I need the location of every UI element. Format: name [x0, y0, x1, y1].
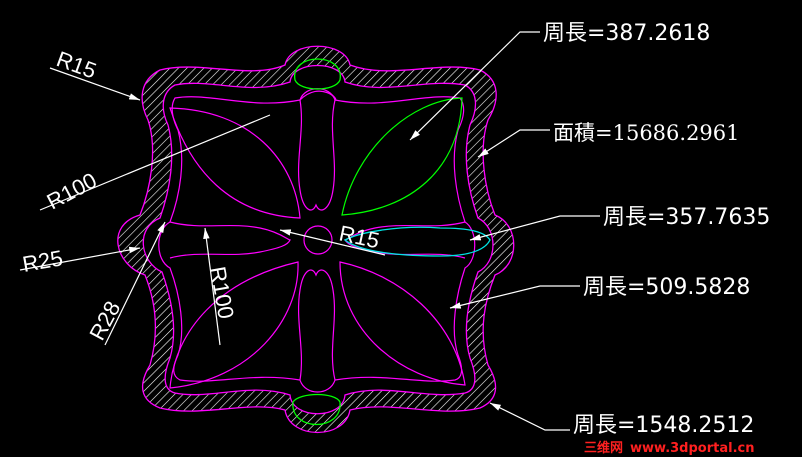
bottom-lobe-highlight: [292, 393, 341, 425]
leader-r28: [104, 221, 166, 346]
dim-r25: R25: [21, 245, 65, 277]
petal-bottom-left: [169, 261, 299, 389]
outer-hatched-frame: [117, 45, 515, 433]
leader-r100-center: [203, 227, 221, 346]
label-perimeter-3: 周長=509.5828: [583, 275, 750, 300]
leader-r15-center: [279, 229, 386, 256]
leader-r15-top: [49, 67, 141, 101]
leader-perimeter-4: [489, 402, 570, 431]
leader-lines: [19, 31, 600, 431]
label-perimeter-4: 周長=1548.2512: [573, 413, 754, 438]
dim-r100-left: R100: [43, 168, 101, 215]
petal-top-left: [169, 107, 301, 219]
petal-bottom-right: [339, 261, 466, 386]
leader-area: [477, 129, 550, 158]
dim-r15-center: R15: [337, 220, 382, 253]
leader-perimeter-2: [469, 215, 600, 241]
petals: [169, 97, 466, 389]
dim-r28: R28: [84, 297, 125, 344]
leader-perimeter-3: [449, 285, 580, 309]
top-lobe-highlight: [294, 58, 341, 90]
watermark: 三维网 www.3dportal.cn: [584, 440, 754, 456]
petal-top-right-green: [341, 97, 463, 216]
dim-r100-center: R100: [205, 265, 239, 321]
leader-perimeter-1: [409, 31, 540, 141]
watermark-cn: 三维网: [584, 440, 623, 456]
right-lobe-highlight: [343, 226, 491, 257]
label-perimeter-1: 周長=387.2618: [543, 21, 710, 46]
dim-r15-top: R15: [53, 46, 99, 83]
leader-r100-left: [39, 114, 271, 211]
label-area: 面積=15686.2961: [553, 121, 740, 145]
center-cross-lobes: [169, 90, 466, 381]
watermark-url: www.3dportal.cn: [630, 441, 754, 456]
label-perimeter-2: 周長=357.7635: [603, 205, 770, 230]
leader-r25: [19, 246, 141, 271]
inner-cavity-outline: [158, 88, 476, 393]
